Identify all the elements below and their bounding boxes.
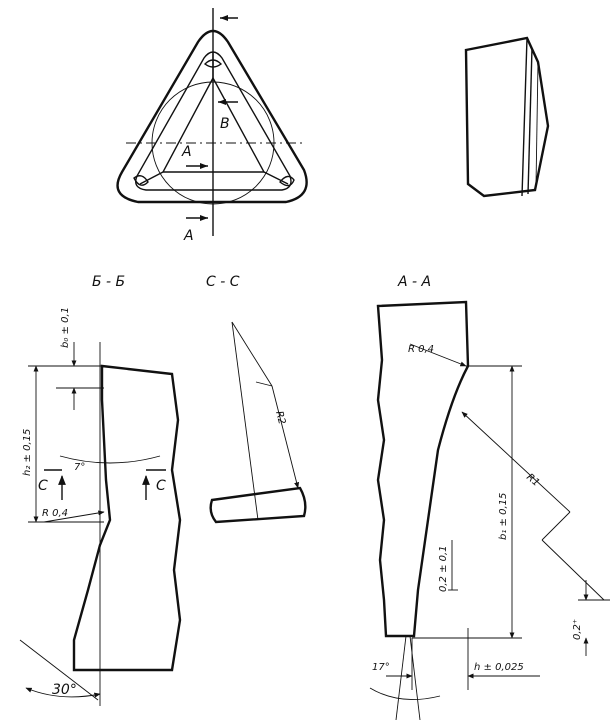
section-a-a-view: b₁ ± 0,15 R 0,4 R1 0,2 ± 0,1 0,2⁺ h ± 0,… (369, 300, 610, 721)
r1-leader-1 (461, 411, 571, 513)
section-title-a-a: А - А (397, 274, 431, 290)
angle-17-line-2 (409, 635, 421, 721)
dim-h-label: h ± 0,025 (474, 662, 524, 673)
angle-7-label: 7° (74, 462, 85, 473)
section-c-label-left: С (38, 478, 48, 494)
c-c-leader-1 (231, 321, 273, 387)
angle-17-arc (369, 687, 441, 701)
section-c-c-view: R2 (209, 321, 307, 524)
section-b-b-view: h₂ ± 0,15 b₀ ± 0,1 7° С С R 0,4 30° (19, 307, 182, 706)
dim-02-01-label: 0,2 ± 0,1 (438, 545, 449, 592)
dim-02-plus-label: 0,2⁺ (572, 619, 583, 640)
r1-leader-2 (541, 511, 571, 541)
angle-7-arc (59, 455, 161, 464)
section-c-c-body (209, 486, 307, 524)
corner-boss-right (279, 175, 295, 187)
r04-left-label: R 0,4 (42, 508, 68, 519)
side-view-inner-edge-2 (527, 47, 533, 195)
section-b-b-body (72, 364, 182, 672)
insert-plan-view: B A A (116, 8, 308, 244)
r04-left-leader (43, 510, 105, 523)
r1-leader-3 (541, 539, 605, 601)
insert-outline-inner (134, 51, 292, 191)
angle-30-arc (25, 687, 101, 698)
c-c-leader-2 (255, 381, 273, 387)
side-view-inner-edge-1 (521, 37, 528, 197)
dim-b1-label: b₁ ± 0,15 (498, 493, 509, 540)
insert-outline-outer (116, 29, 308, 204)
corner-line-right (263, 171, 289, 185)
dim-b0-label: b₀ ± 0,1 (60, 307, 71, 348)
dim-h2-label: h₂ ± 0,15 (22, 429, 33, 476)
insert-side-view (464, 36, 550, 198)
r2-label: R2 (273, 410, 287, 426)
corner-boss-left (133, 175, 149, 186)
marker-a-inner-label: A (181, 144, 192, 160)
section-c-label-right: С (156, 478, 166, 494)
marker-a-bottom-label: A (183, 228, 194, 244)
r04-right-leader (409, 343, 467, 367)
side-view-left-edge (465, 49, 469, 185)
r04-right-label: R 0,4 (408, 344, 434, 355)
corner-line-left (139, 171, 164, 185)
side-view-outline (464, 36, 550, 198)
angle-17-line-1 (395, 635, 407, 721)
c-c-centre-line (231, 321, 259, 521)
r2-leader (271, 385, 300, 489)
section-title-c-c: С - С (206, 274, 240, 290)
corner-boss-top (203, 59, 223, 68)
marker-b-label: B (220, 116, 230, 132)
angle-30-label: 30° (52, 682, 77, 698)
angle-17-label: 17° (372, 662, 390, 673)
section-title-b-b: Б - Б (92, 274, 125, 290)
section-a-a-body (376, 300, 470, 638)
side-view-inner-edge-3 (535, 61, 539, 187)
r1-label: R1 (524, 472, 541, 489)
